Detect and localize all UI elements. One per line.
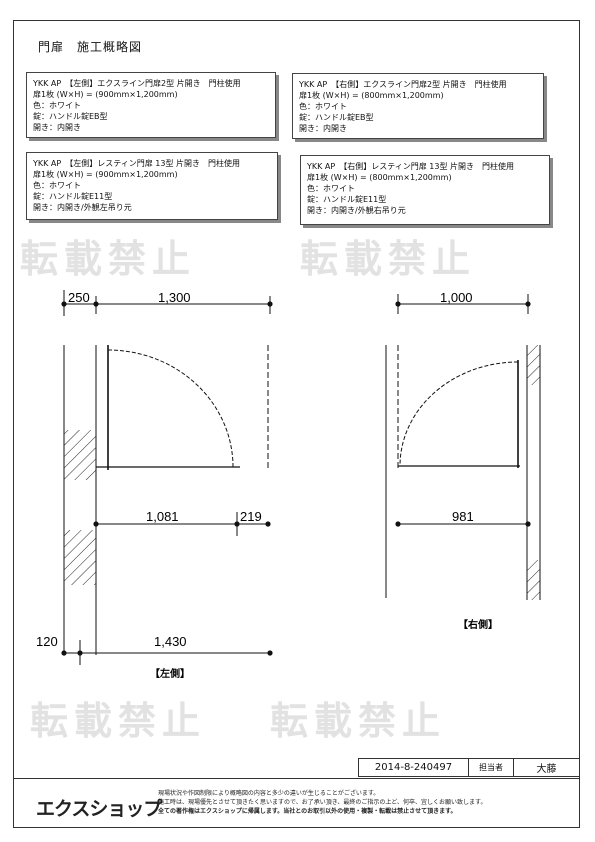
footer-notes: 現場状況や作図制限により概略図の内容と多少の違いが生じることがございます。 施工… bbox=[158, 789, 486, 816]
dimension-label: 1,081 bbox=[146, 509, 179, 524]
spec-line: 錠：ハンドル錠E11型 bbox=[307, 195, 387, 204]
doc-number: 2014-8-240497 bbox=[358, 759, 468, 776]
spec-line: YKK AP 【左側】レスティン門扉 13型 片開き 門柱使用 bbox=[33, 159, 241, 168]
dimension-point bbox=[525, 521, 531, 527]
dimension-point bbox=[267, 650, 273, 656]
person-name: 大藤 bbox=[513, 759, 579, 776]
spec-line: 色：ホワイト bbox=[33, 181, 81, 190]
title-block: 2014-8-240497 担当者 大藤 エクスショップ 現場状況や作図制限によ… bbox=[14, 754, 579, 828]
watermark: 転載禁止 bbox=[20, 237, 197, 281]
spec-line: 扉1枚 (W×H) = (800mm×1,200mm) bbox=[299, 91, 444, 100]
spec-line: YKK AP 【右側】エクスライン門扉2型 片開き 門柱使用 bbox=[299, 80, 507, 89]
dimension-label: 1,300 bbox=[158, 290, 191, 305]
wall-hatch bbox=[64, 530, 96, 585]
spec-line: YKK AP 【右側】レスティン門扉 13型 片開き 門柱使用 bbox=[307, 162, 515, 171]
spec-line: 扉1枚 (W×H) = (900mm×1,200mm) bbox=[33, 170, 178, 179]
wall-hatch bbox=[64, 430, 96, 480]
spec-box-left-1: YKK AP 【左側】エクスライン門扉2型 片開き 門柱使用 扉1枚 (W×H)… bbox=[26, 72, 276, 138]
footer-divider bbox=[14, 778, 579, 779]
dimension-label: 219 bbox=[240, 509, 262, 524]
dimension-label: 250 bbox=[68, 290, 90, 305]
drawing-frame bbox=[13, 20, 580, 828]
company-logo: エクスショップ bbox=[36, 798, 162, 820]
right-gate-label: 【右側】 bbox=[458, 618, 498, 631]
left-gate-label: 【左側】 bbox=[150, 667, 190, 680]
note-line: 現場状況や作図制限により概略図の内容と多少の違いが生じることがございます。 bbox=[158, 790, 380, 797]
spec-line: YKK AP 【左側】エクスライン門扉2型 片開き 門柱使用 bbox=[33, 79, 241, 88]
doc-info-row: 2014-8-240497 担当者 大藤 bbox=[358, 758, 579, 777]
dimension-point bbox=[61, 650, 67, 656]
spec-line: 錠：ハンドル錠EB型 bbox=[299, 113, 374, 122]
note-line: 施工時は、現場優先とさせて頂きたく思いますので、お了承い頂き、最終のご指示の上ど… bbox=[158, 799, 487, 806]
person-label: 担当者 bbox=[468, 759, 513, 776]
spec-line: 扉1枚 (W×H) = (900mm×1,200mm) bbox=[33, 90, 178, 99]
wall-hatch bbox=[527, 560, 540, 600]
page-title: 門扉 施工概略図 bbox=[38, 40, 143, 54]
spec-line: 開き：内開き/外観右吊り元 bbox=[307, 206, 406, 215]
dimension-label: 981 bbox=[452, 509, 474, 524]
spec-line: 色：ホワイト bbox=[33, 101, 81, 110]
watermark: 転載禁止 bbox=[30, 699, 207, 743]
wall-hatch bbox=[527, 345, 540, 385]
spec-line: 錠：ハンドル錠EB型 bbox=[33, 112, 108, 121]
spec-line: 錠：ハンドル錠E11型 bbox=[33, 192, 113, 201]
spec-box-right-1: YKK AP 【右側】エクスライン門扉2型 片開き 門柱使用 扉1枚 (W×H)… bbox=[292, 73, 544, 139]
watermark: 転載禁止 bbox=[270, 699, 447, 743]
spec-line: 色：ホワイト bbox=[299, 102, 347, 111]
swing-arc bbox=[107, 349, 234, 468]
spec-line: 扉1枚 (W×H) = (800mm×1,200mm) bbox=[307, 173, 452, 182]
dimension-label: 1,000 bbox=[440, 290, 473, 305]
note-line: 全ての著作権はエクスショップに帰属します。当社とのお取引以外の使用・複製・転載は… bbox=[158, 808, 457, 815]
swing-arc bbox=[399, 361, 519, 467]
dimension-point bbox=[265, 521, 271, 527]
watermark: 転載禁止 bbox=[300, 237, 477, 281]
dimension-point bbox=[395, 521, 401, 527]
spec-line: 開き：内開き bbox=[33, 123, 81, 132]
spec-line: 色：ホワイト bbox=[307, 184, 355, 193]
spec-line: 開き：内開き bbox=[299, 124, 347, 133]
spec-box-left-2: YKK AP 【左側】レスティン門扉 13型 片開き 門柱使用 扉1枚 (W×H… bbox=[26, 152, 278, 220]
dimension-label: 1,430 bbox=[154, 634, 187, 649]
spec-line: 開き：内開き/外観左吊り元 bbox=[33, 203, 132, 212]
spec-box-right-2: YKK AP 【右側】レスティン門扉 13型 片開き 門柱使用 扉1枚 (W×H… bbox=[300, 155, 550, 225]
dimension-label: 120 bbox=[36, 634, 58, 649]
dimension-point bbox=[93, 521, 99, 527]
